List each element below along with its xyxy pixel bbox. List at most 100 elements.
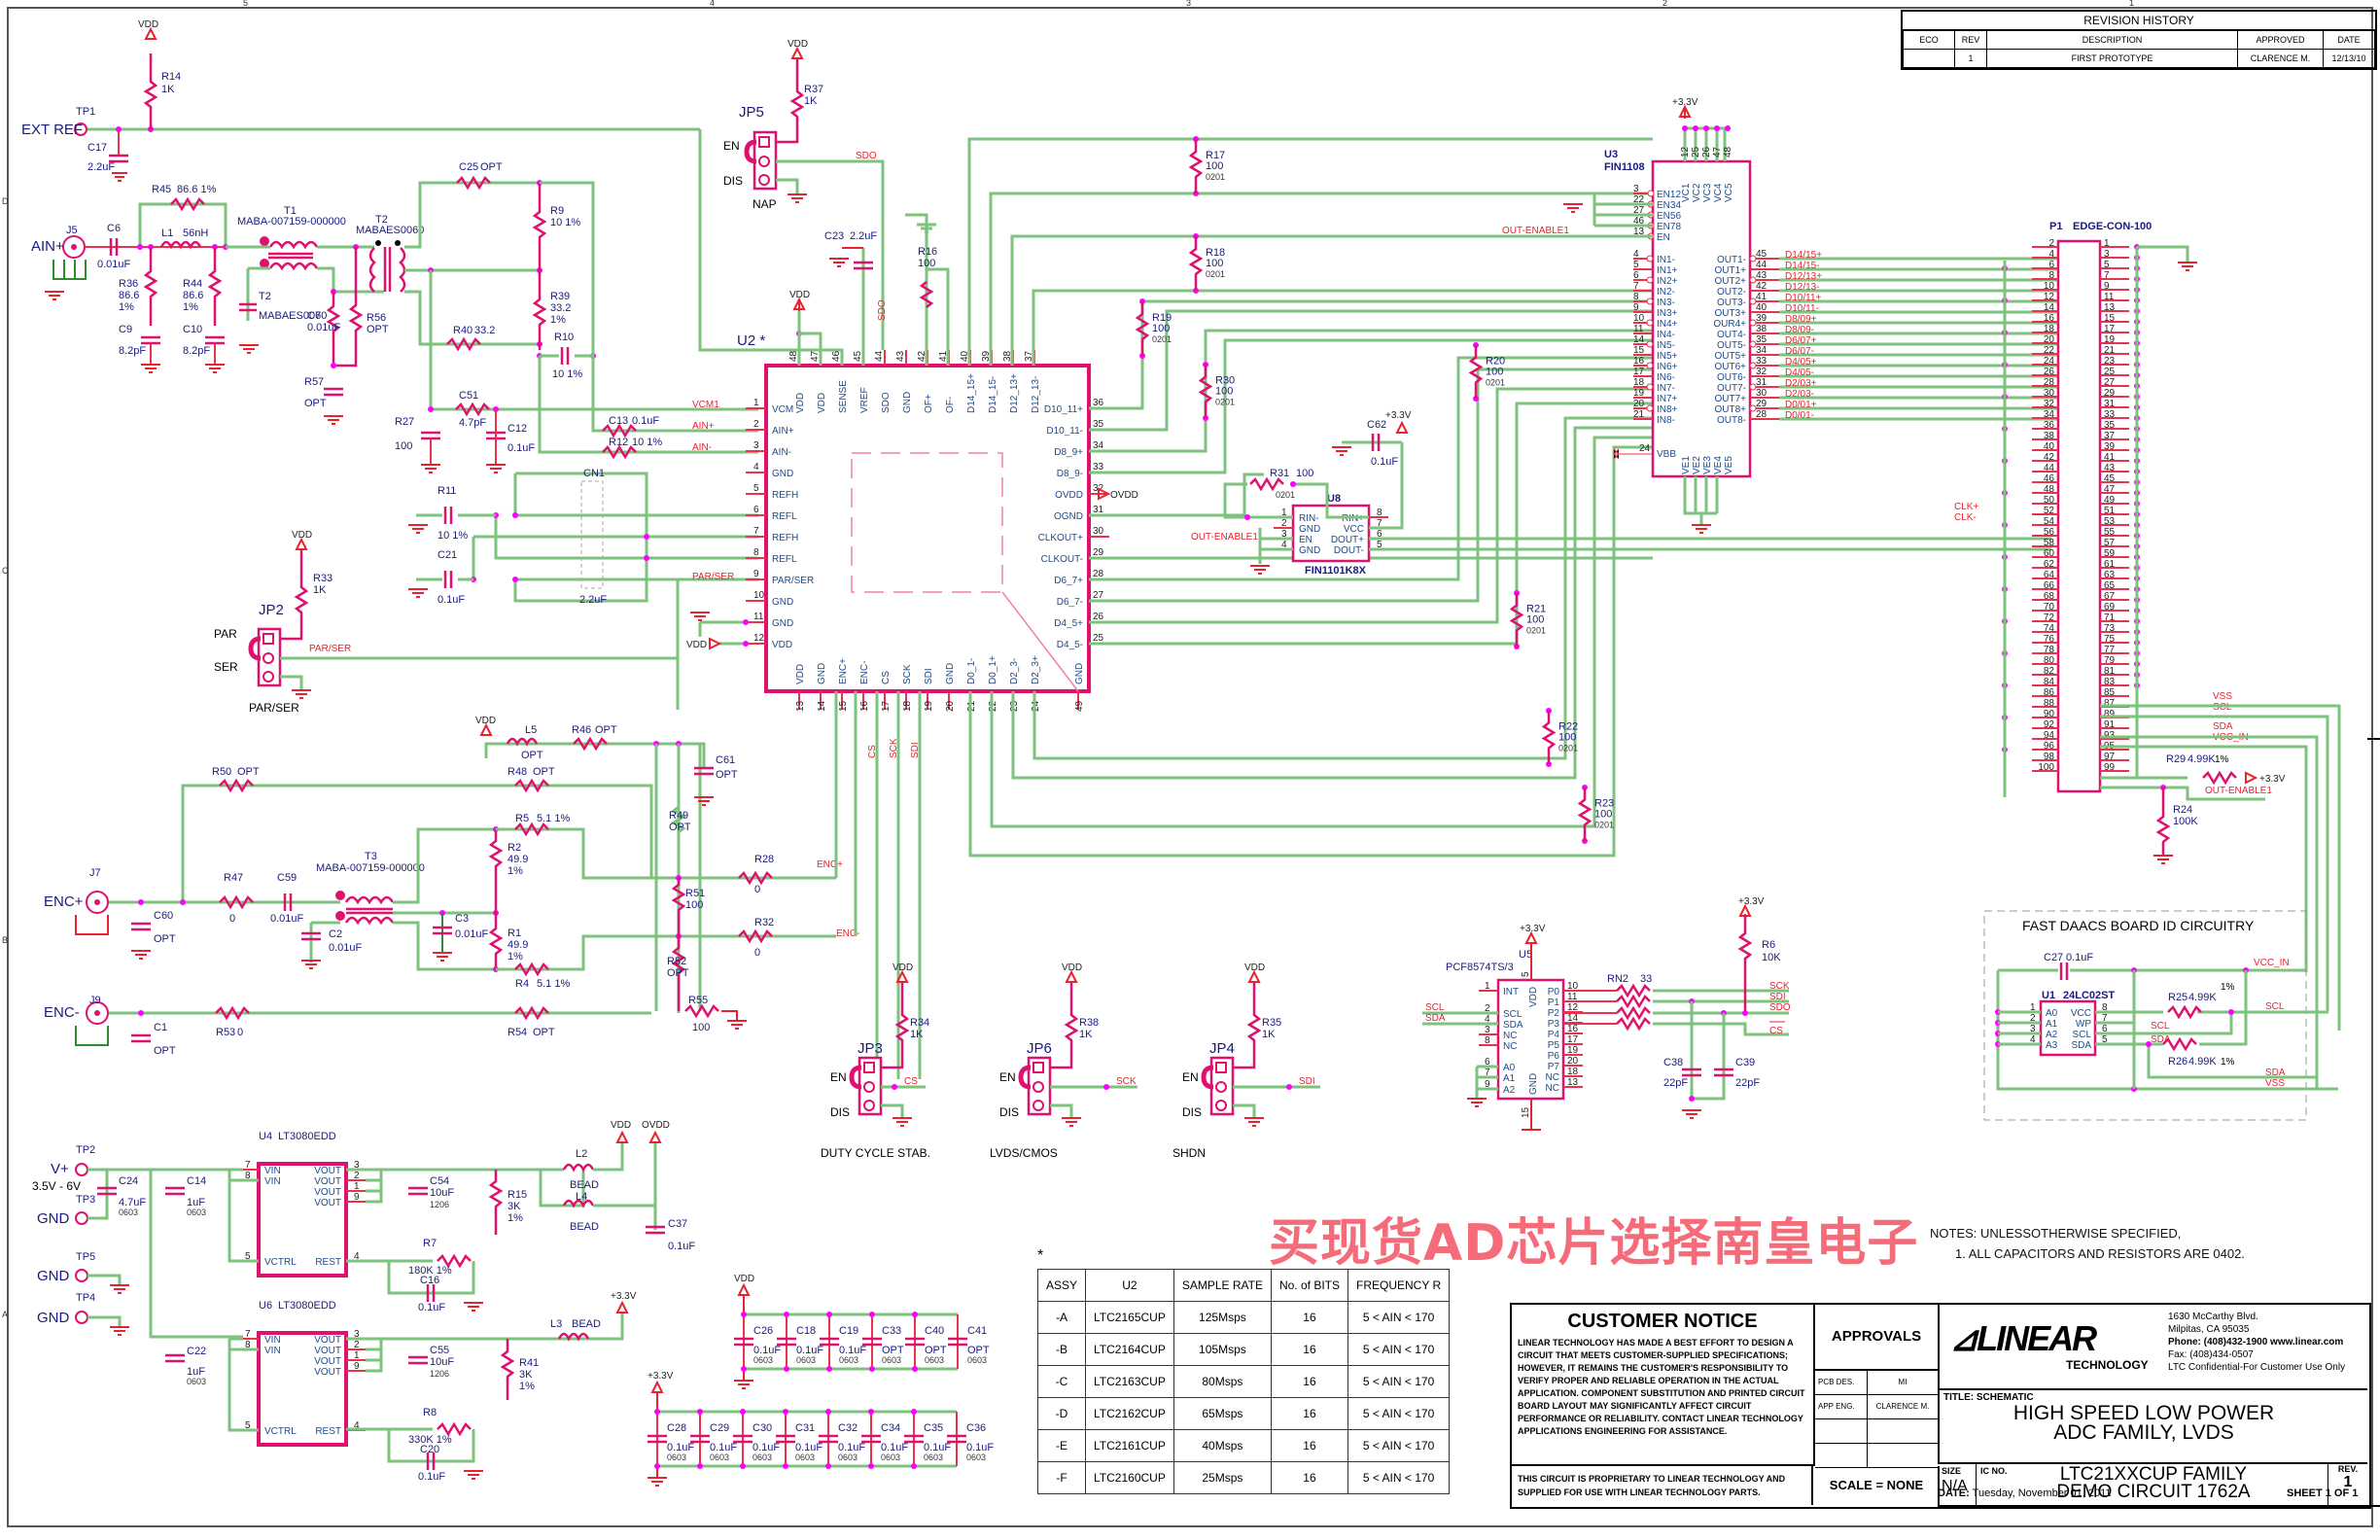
u5-gnd-pin: 15 bbox=[1521, 1106, 1531, 1118]
u2-pin-name: D0_1- bbox=[966, 658, 977, 684]
encode-network: ENC+ J7 ENC- J9 R50 OPT R48 OPT R47 0 C5… bbox=[44, 691, 922, 1079]
c17-ref: C17 bbox=[88, 142, 107, 154]
p1-pin-number: 75 bbox=[2104, 634, 2116, 645]
j7-connector[interactable] bbox=[86, 891, 109, 914]
r39-ref: R9 bbox=[550, 205, 564, 217]
decoupling-caps: VDDC260.1uF0603C180.1uF0603C190.1uF0603C… bbox=[648, 1274, 994, 1487]
jp3-en-label: EN bbox=[830, 1070, 847, 1084]
reg-pin-number: 7 bbox=[245, 1160, 251, 1171]
notes-line-2: 1. ALL CAPACITORS AND RESISTORS ARE 0402… bbox=[1955, 1246, 2245, 1261]
u5-net-sdo: SDO bbox=[1769, 1002, 1791, 1013]
u3-output-net: D0/01- bbox=[1785, 410, 1814, 421]
jp5-ref: JP5 bbox=[739, 104, 764, 121]
p1-pin-number: 16 bbox=[2044, 313, 2055, 324]
assy-col-rate: SAMPLE RATE bbox=[1172, 1269, 1272, 1302]
u2-pin-number: 19 bbox=[924, 700, 934, 712]
c7-ref: T2 bbox=[259, 291, 271, 302]
u3-pin-number: 48 bbox=[1723, 146, 1733, 158]
u3-pin-name: IN4+ bbox=[1657, 319, 1678, 330]
tp4-testpoint[interactable] bbox=[75, 1311, 88, 1324]
u2-pin-number: 37 bbox=[1024, 350, 1034, 362]
col-eco: ECO bbox=[1903, 30, 1955, 50]
c13-ref: C12 bbox=[508, 423, 527, 435]
scale-label: SCALE = NONE bbox=[1815, 1466, 1940, 1505]
jp2-net: PAR/SER bbox=[309, 644, 351, 654]
c7-value: MABAES0060 bbox=[259, 310, 327, 322]
jp4-net: SDI bbox=[1299, 1076, 1315, 1087]
p1-pin-number: 4 bbox=[2048, 249, 2054, 260]
u2-pin-number: 20 bbox=[945, 700, 956, 712]
j5-connector[interactable] bbox=[62, 235, 86, 259]
u8-pin-name: GND bbox=[1299, 524, 1320, 535]
term-res-pkg: 0201 bbox=[1206, 269, 1225, 279]
t1-value: MABA-007159-000000 bbox=[237, 216, 346, 228]
r25-ref: R25 bbox=[2168, 992, 2188, 1003]
jp5-nap-jumper[interactable]: JP5 EN DIS NAP VDD R37 1K SDO SDO bbox=[723, 39, 888, 350]
p1-pin-number: 45 bbox=[2104, 473, 2116, 484]
tp3-testpoint[interactable] bbox=[75, 1211, 88, 1225]
r24-ref: R24 bbox=[2173, 804, 2192, 816]
j9-connector[interactable] bbox=[86, 1001, 109, 1025]
u2-pin-name: D10_11- bbox=[1046, 426, 1083, 437]
board-id-scl: SCL bbox=[2265, 1001, 2285, 1012]
tp1-testpoint[interactable] bbox=[74, 122, 88, 136]
rev-number: 1 bbox=[1954, 49, 1987, 68]
reg-pin-number: 8 bbox=[245, 1340, 251, 1350]
u3-pin-name: OUT4- bbox=[1717, 330, 1746, 340]
tp5-testpoint[interactable] bbox=[75, 1269, 88, 1282]
u2-pin-name: D2_3+ bbox=[1031, 655, 1041, 684]
u5-pin-name: A1 bbox=[1503, 1073, 1516, 1084]
term-res-value: 100 bbox=[1215, 386, 1233, 398]
term-res-value: 100 bbox=[1558, 732, 1576, 744]
u3-pin-name: OUT8+ bbox=[1714, 404, 1746, 415]
u5-pin-number: 6 bbox=[1485, 1057, 1490, 1068]
u2-pin-number: 42 bbox=[917, 350, 928, 362]
r33-value: 1K bbox=[313, 584, 327, 596]
l4-ref: L4 bbox=[576, 1191, 587, 1203]
c39-ref: C39 bbox=[1735, 1057, 1755, 1068]
p1-pin-number: 52 bbox=[2044, 506, 2055, 516]
pcb-des-value: MI bbox=[1898, 1378, 1908, 1386]
u8-pin-number: 3 bbox=[1281, 529, 1287, 540]
c55-ref: C55 bbox=[430, 1345, 449, 1356]
u2-pin-name: CLKOUT- bbox=[1041, 554, 1083, 565]
u5-pin-name: A0 bbox=[1503, 1063, 1516, 1073]
jp2-ref: JP2 bbox=[259, 602, 284, 618]
board-id-title: FAST DAACS BOARD ID CIRCUITRY bbox=[2022, 918, 2255, 933]
r28-value: 0 bbox=[754, 884, 760, 895]
c10-ref: C10 bbox=[183, 324, 202, 335]
u2-pin-name: REFH bbox=[772, 533, 798, 543]
r7-ref: R7 bbox=[423, 1238, 437, 1249]
u3-pin-number: 17 bbox=[1633, 367, 1645, 377]
c1-value: OPT bbox=[154, 1045, 176, 1057]
revision-row: 1 FIRST PROTOTYPE CLARENCE M. 12/13/10 bbox=[1903, 49, 2375, 68]
u3-pin-name: IN5+ bbox=[1657, 351, 1678, 362]
r40-tol: 1% bbox=[550, 314, 566, 326]
r46-ref: R46 bbox=[572, 724, 591, 736]
r4-ref: R4 bbox=[515, 978, 529, 990]
zone-top-2: 2 bbox=[1662, 0, 1667, 8]
net-ain-plus: AIN+ bbox=[692, 421, 715, 432]
u5-pin-number: 18 bbox=[1567, 1067, 1579, 1077]
jp5-en-label: EN bbox=[723, 139, 740, 153]
jp2-parser-jumper[interactable]: JP2 PAR SER PAR/SER VDD R33 1K PAR/SER bbox=[214, 530, 680, 715]
u8-power: +3.3V bbox=[1385, 410, 1412, 421]
r26-tol: 1% bbox=[2221, 1057, 2235, 1068]
tp2-testpoint[interactable] bbox=[75, 1163, 88, 1176]
c59-ref: C59 bbox=[277, 872, 297, 884]
p1-pin-number: 11 bbox=[2104, 292, 2115, 302]
u3-pin-name: OUT3- bbox=[1717, 298, 1746, 308]
u2-pin-number: 16 bbox=[859, 700, 870, 712]
c16-value: 0.1uF bbox=[418, 1302, 445, 1313]
gnd-tp5-label: GND bbox=[37, 1268, 70, 1284]
u2-pin-name: AIN+ bbox=[772, 426, 794, 437]
u3-output-net: D2/03+ bbox=[1785, 378, 1817, 389]
decoupling-cap-pkg: 0603 bbox=[839, 1355, 858, 1365]
u1-sda-net: SDA bbox=[2151, 1034, 2171, 1045]
u8-pin-name: DOUT+ bbox=[1331, 535, 1364, 545]
decoupling-cap-value: 0.1uF bbox=[710, 1442, 737, 1453]
